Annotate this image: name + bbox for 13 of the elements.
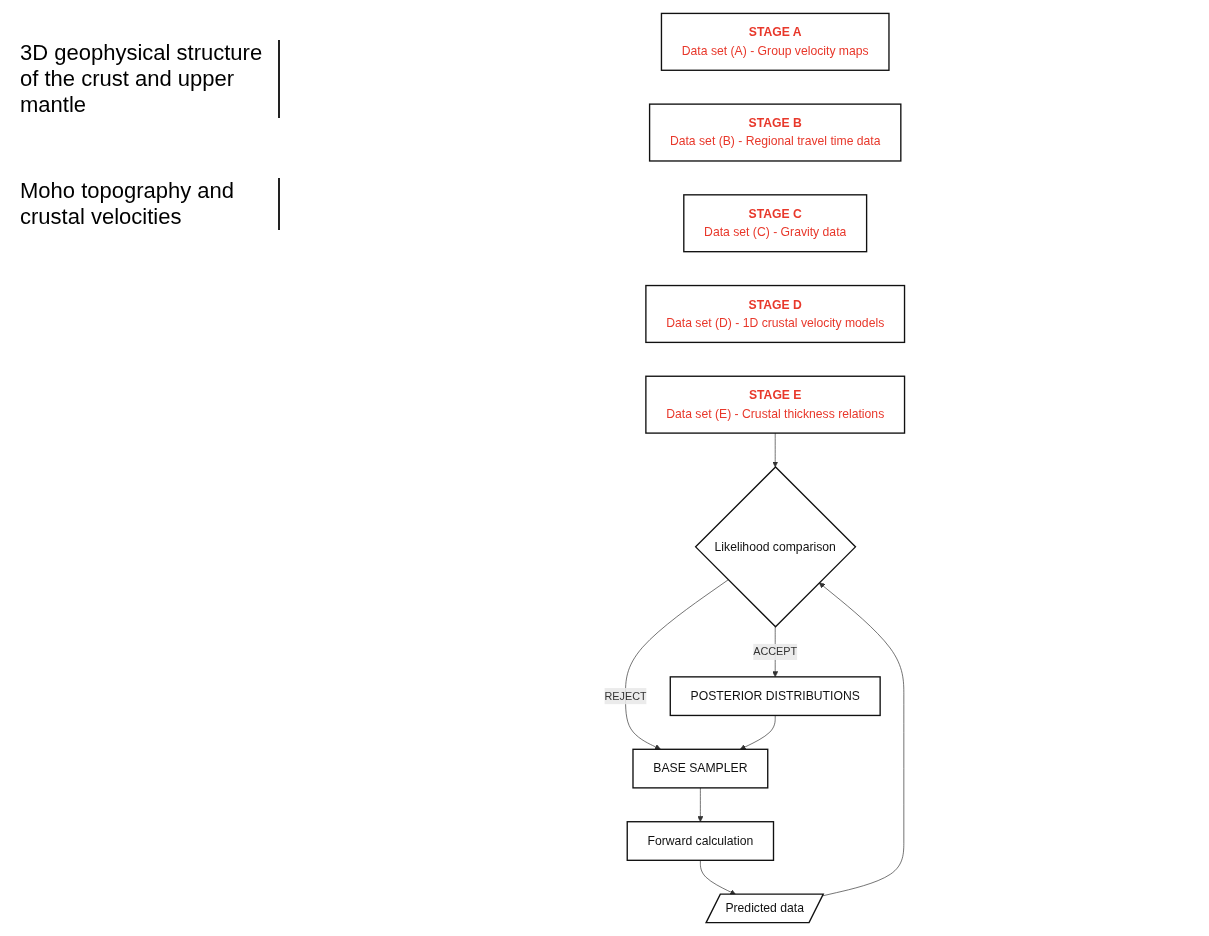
node-box: BASE SAMPLER bbox=[632, 748, 769, 789]
edge-label: REJECT bbox=[604, 690, 647, 702]
group-note: 3D geophysical structure of the crust and upper mantle bbox=[20, 40, 280, 118]
node-box: STAGE B Data set (B) - Regional travel time data bbox=[648, 103, 902, 162]
node-box: STAGE A Data set (A) - Group velocity maps bbox=[660, 12, 890, 71]
node-box: STAGE C Data set (C) - Gravity data bbox=[683, 194, 868, 253]
node-box: STAGE D Data set (D) - 1D crustal velocity models bbox=[645, 284, 906, 344]
node-box: STAGE E Data set (E) - Crustal thickness relations bbox=[645, 375, 906, 434]
node-box: POSTERIOR DISTRIBUTIONS bbox=[669, 676, 881, 717]
node-box: Forward calculation bbox=[626, 821, 775, 861]
group-note: Moho topography and crustal velocities bbox=[20, 178, 280, 230]
node-diamond: Likelihood comparison bbox=[694, 466, 857, 628]
edge-label: ACCEPT bbox=[753, 645, 798, 658]
